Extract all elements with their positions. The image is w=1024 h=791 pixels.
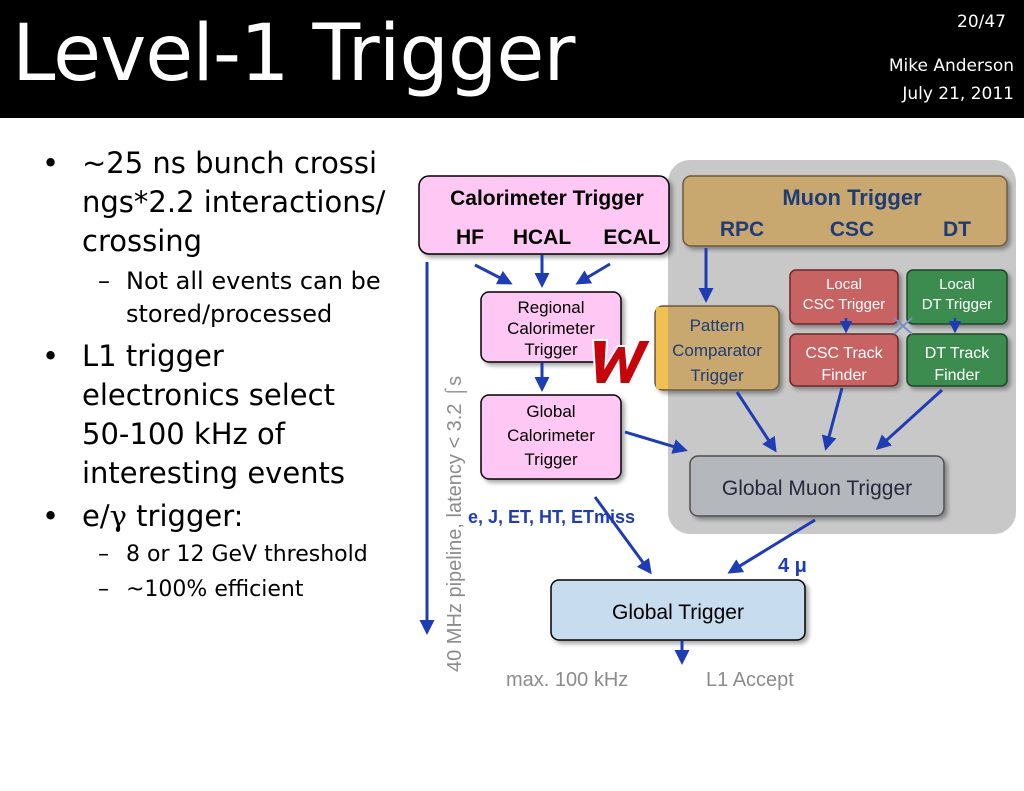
bullet-item: • e/γ trigger:: [40, 497, 390, 536]
calo-trigger-title: Calorimeter Trigger: [450, 187, 644, 210]
author: Mike Anderson: [888, 56, 1014, 76]
sub-bullet-text: ~100% efficient: [126, 577, 304, 602]
global-calo-line: Calorimeter: [507, 426, 595, 445]
local-dt-line: DT Trigger: [922, 296, 993, 313]
regional-calo-box: [480, 291, 622, 363]
max-rate-label: max. 100 kHz: [506, 669, 628, 691]
dt-track-finder-line: DT Track: [925, 345, 991, 362]
dash-icon: –: [98, 267, 110, 295]
hcal-label: HCAL: [513, 226, 571, 249]
global-muon-label: Global Muon Trigger: [722, 477, 912, 500]
bullet-text: ~25 ns bunch crossings*2.2 interactions/…: [82, 146, 386, 258]
arrow-csc-finder-to-gmt: [821, 387, 844, 451]
bullet-item: • ~25 ns bunch crossings*2.2 interaction…: [40, 144, 390, 261]
pattern-comparator-line: Trigger: [690, 366, 744, 385]
pipeline-label: 40 MHz pipeline, latency < 3.2 ⌠s: [444, 376, 467, 672]
bullet-list: • ~25 ns bunch crossings*2.2 interaction…: [40, 144, 390, 610]
sub-bullet-text: 8 or 12 GeV threshold: [126, 542, 368, 567]
bullet-text-post: trigger:: [126, 499, 244, 533]
global-trigger-box: [550, 579, 806, 641]
global-muon-box: [689, 455, 945, 517]
pattern-comparator-line: Pattern: [690, 316, 745, 335]
gamma-symbol: γ: [109, 499, 127, 533]
local-dt-line: Local: [939, 276, 975, 293]
sub-bullet-text: Not all events can be stored/processed: [126, 267, 381, 328]
regional-calo-line: Trigger: [524, 340, 578, 359]
dt-label: DT: [943, 218, 971, 241]
calo-objects-label: e, J, ET, HT, ETmiss: [468, 507, 635, 527]
muon-trigger-title: Muon Trigger: [782, 185, 922, 210]
ecal-label: ECAL: [603, 226, 660, 249]
dt-track-finder-box: [906, 333, 1008, 387]
csc-label: CSC: [830, 218, 874, 241]
cross-link-b: [893, 317, 913, 335]
muon-trigger-box: [682, 175, 1008, 247]
arrow-dt-finder-to-gmt: [875, 388, 944, 451]
bullet-dot-icon: •: [42, 499, 60, 533]
global-calo-line: Global: [526, 402, 575, 421]
sub-bullet-item: – Not all events can be stored/processed: [40, 265, 390, 331]
csc-track-finder-line: Finder: [821, 367, 867, 384]
slide-title: Level-1 Trigger: [12, 9, 575, 99]
local-csc-line: Local: [826, 276, 862, 293]
arrow-pattern-to-gmt: [735, 391, 777, 453]
l1-accept-label: L1 Accept: [706, 669, 794, 691]
arrow-global-calo-to-gmt: [624, 430, 688, 454]
sub-bullet-item: – 8 or 12 GeV threshold: [40, 540, 390, 569]
arrow-ecal-to-regional: [575, 262, 611, 285]
pattern-comparator-accent: [656, 307, 668, 389]
dash-icon: –: [98, 542, 109, 567]
slide-header: Level-1 Trigger 20/47 Mike Anderson July…: [0, 0, 1024, 118]
calo-trigger-box: [418, 175, 670, 255]
bullet-item: • L1 trigger electronics select 50-100 k…: [40, 337, 390, 493]
wisconsin-w-logo: [591, 339, 653, 385]
arrow-gmt-to-gt: [727, 518, 816, 574]
bullet-dot-icon: •: [42, 339, 60, 373]
bullet-text: L1 trigger electronics select 50-100 kHz…: [82, 339, 346, 490]
global-calo-box: [480, 394, 622, 480]
page-number: 20/47: [957, 12, 1006, 32]
csc-track-finder-box: [789, 333, 899, 387]
arrow-hf-to-regional: [474, 263, 513, 285]
date: July 21, 2011: [902, 84, 1014, 104]
bullet-dot-icon: •: [42, 146, 60, 180]
pattern-comparator-box: [654, 305, 780, 391]
dt-track-finder-line: Finder: [934, 367, 980, 384]
rpc-label: RPC: [720, 218, 764, 241]
four-muons-label: 4 μ: [778, 555, 807, 577]
arrow-global-calo-to-gt: [593, 496, 652, 575]
regional-calo-line: Regional: [517, 298, 584, 317]
sub-bullet-item: – ~100% efficient: [40, 575, 390, 604]
pattern-comparator-line: Comparator: [672, 341, 762, 360]
global-trigger-label: Global Trigger: [612, 601, 744, 624]
global-calo-line: Trigger: [524, 450, 578, 469]
csc-track-finder-line: CSC Track: [805, 345, 883, 362]
bullet-text-pre: e/: [82, 499, 110, 533]
regional-calo-line: Calorimeter: [507, 319, 595, 338]
dash-icon: –: [98, 577, 109, 602]
local-csc-line: CSC Trigger: [803, 296, 886, 313]
hf-label: HF: [456, 226, 484, 249]
